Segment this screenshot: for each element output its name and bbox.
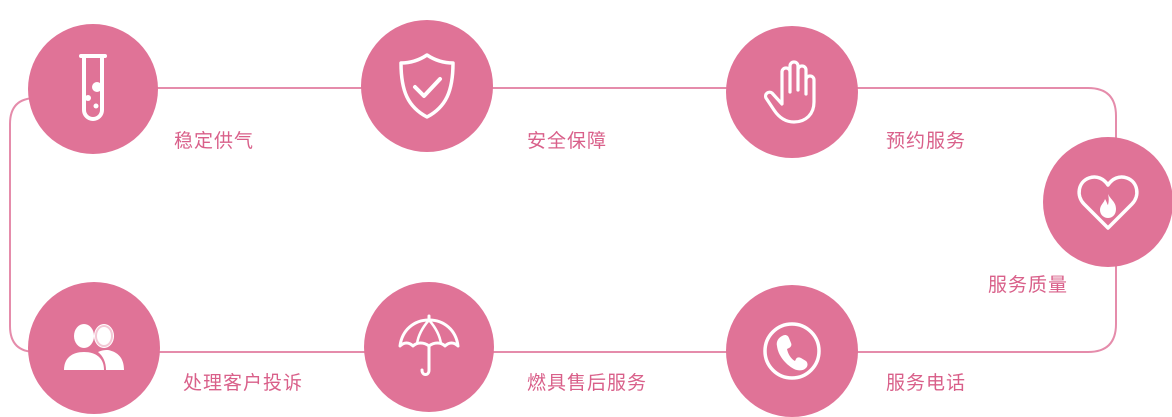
service-flow-diagram: 稳定供气 安全保障 预约服务 服务质量 (9, 20, 1172, 417)
node-stable-gas (28, 24, 158, 154)
phone-icon (760, 319, 824, 383)
node-after-sales (364, 282, 494, 412)
label-after-sales: 燃具售后服务 (527, 372, 648, 394)
users-icon (62, 322, 126, 374)
label-appointment: 预约服务 (886, 130, 967, 152)
node-complaints (28, 282, 160, 414)
label-complaints: 处理客户投诉 (183, 372, 304, 394)
umbrella-icon (396, 314, 462, 380)
connector-loop (9, 87, 1117, 353)
node-appointment (726, 26, 858, 158)
test-tube-icon (73, 54, 113, 124)
heart-flame-icon (1076, 172, 1140, 232)
label-stable-gas: 稳定供气 (174, 130, 255, 152)
node-quality (1043, 137, 1172, 267)
node-safety (361, 20, 493, 152)
hand-icon (762, 58, 822, 126)
label-safety: 安全保障 (527, 130, 608, 152)
label-quality: 服务质量 (988, 274, 1069, 296)
label-hotline: 服务电话 (886, 372, 967, 394)
shield-check-icon (396, 51, 458, 121)
node-hotline (726, 285, 858, 417)
